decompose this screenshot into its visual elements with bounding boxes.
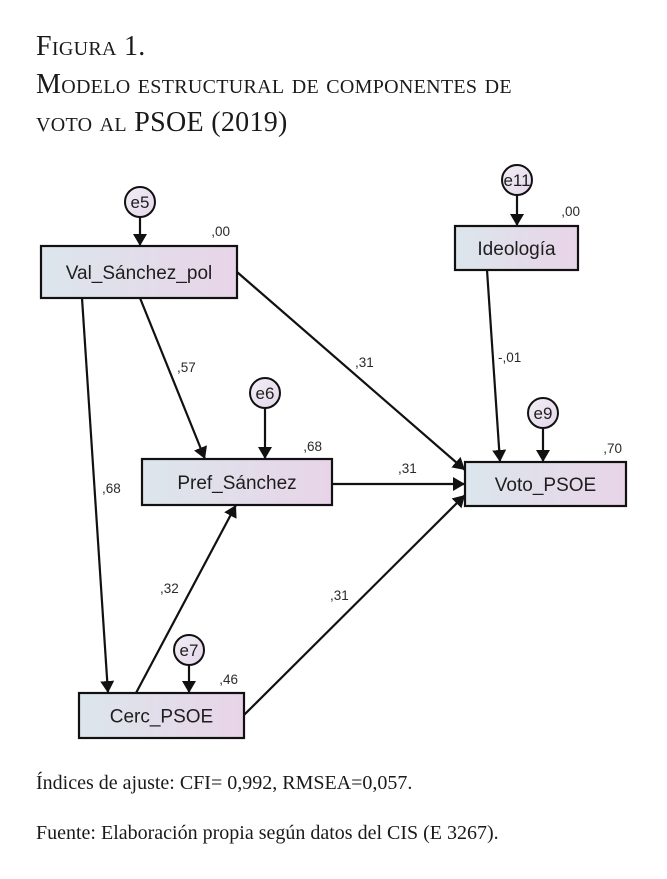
error-term-circle-e11 [501,164,533,196]
error-term-label-e9: e9 [534,404,553,423]
r-squared-cerc: ,46 [219,672,238,687]
path-coefficient-val-to-voto: ,31 [355,355,374,370]
error-term-circle-e9 [527,397,559,429]
error-term-label-e6: e6 [256,384,275,403]
path-coefficient-val-to-cerc: ,68 [102,481,121,496]
path-arrow-ideo-to-voto [485,269,507,463]
path-arrow-val-to-voto [236,271,466,471]
figure-label: Figura 1. [36,31,146,62]
path-arrow-cerc-to-voto [243,494,466,716]
path-coefficient-cerc-to-voto: ,31 [330,588,349,603]
error-term-circle-e6 [249,377,281,409]
path-coefficient-pref-to-voto: ,31 [398,461,417,476]
error-term-circle-e5 [124,186,156,218]
variable-label-ideo: Ideología [477,239,556,260]
variable-label-pref: Pref_Sánchez [177,473,296,494]
error-term-label-e7: e7 [180,641,199,660]
variable-box-ideo [453,224,580,272]
error-term-label-e5: e5 [131,193,150,212]
figure-title-line-1: Modelo estructural de componentes de [36,69,512,100]
figure-title-line-2: voto al PSOE (2019) [36,107,288,138]
variable-box-voto [463,460,628,508]
variable-label-voto: Voto_PSOE [495,475,596,496]
path-coefficient-ideo-to-voto: -,01 [498,350,521,365]
r-squared-voto: ,70 [603,441,622,456]
nodes-layer [39,164,628,740]
path-arrow-cerc-to-pref [135,504,237,694]
path-coefficient-cerc-to-pref: ,32 [160,581,179,596]
r-squared-val: ,00 [211,224,230,239]
path-arrow-val-to-pref [138,297,207,460]
path-arrow-val-to-cerc [80,297,115,694]
variable-label-val: Val_Sánchez_pol [66,263,212,284]
variable-box-val [39,244,239,300]
error-term-label-e11: e11 [503,171,530,190]
variable-box-pref [140,457,334,507]
variable-label-cerc: Cerc_PSOE [110,707,213,728]
r-squared-pref: ,68 [303,439,322,454]
variable-box-cerc [77,691,246,740]
labels-layer: ,57 ,31 ,68 -,01 ,31 ,32 ,31 e5Val_Sánchez_pol,… [66,171,622,728]
error-term-circle-e7 [173,634,205,666]
fit-indices-note: Índices de ajuste: CFI= 0,992, RMSEA=0,0… [36,772,413,794]
r-squared-ideo: ,00 [561,204,580,219]
source-note: Fuente: Elaboración propia según datos d… [36,822,499,844]
figure-title-block: Figura 1. Modelo estructural de componen… [36,28,512,142]
paths-layer [80,195,550,716]
path-coefficient-val-to-pref: ,57 [177,360,196,375]
